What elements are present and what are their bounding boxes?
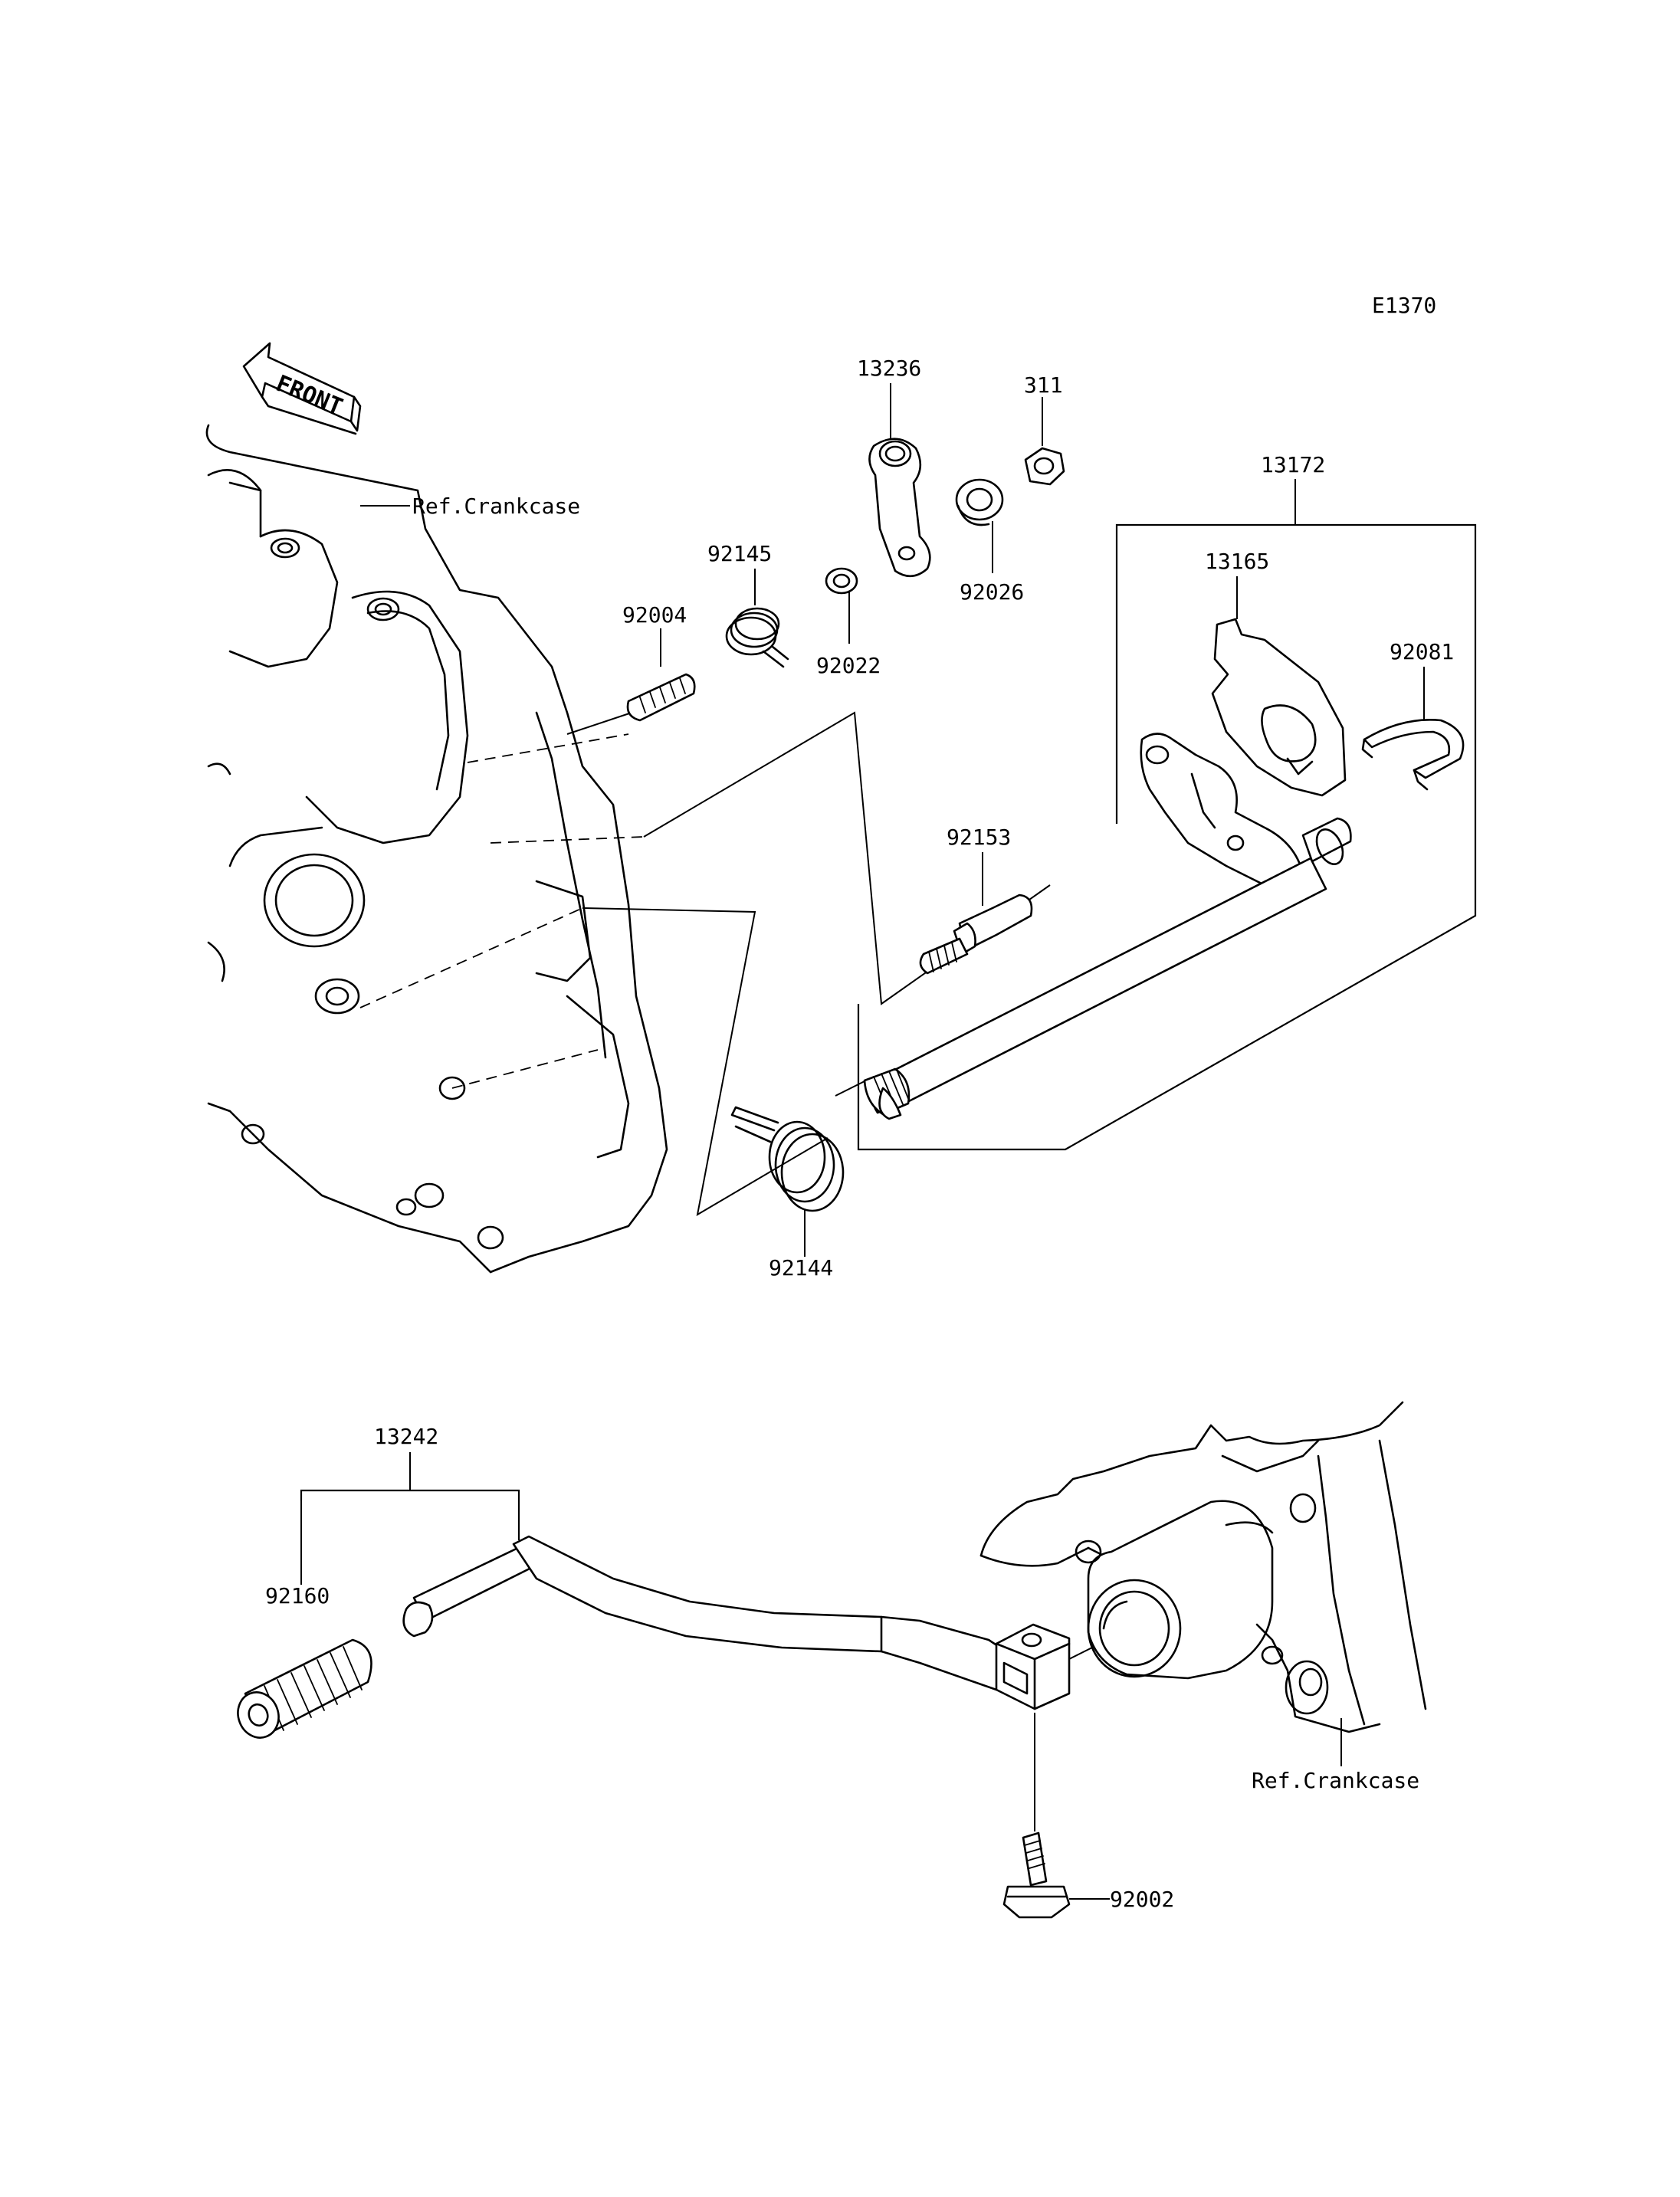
ref-crankcase-label-top: Ref.Crankcase (412, 494, 580, 519)
part-number-92004: 92004 (622, 602, 687, 628)
bolt-92002 (1002, 1831, 1071, 1919)
spring-92144 (730, 1106, 845, 1212)
part-number-311: 311 (1024, 372, 1063, 398)
collar-92026 (955, 478, 1004, 526)
part-number-92022: 92022 (816, 653, 881, 678)
part-number-92153: 92153 (947, 825, 1011, 850)
dowel-pin-92004 (626, 673, 696, 722)
part-number-13236: 13236 (857, 356, 921, 381)
crankcase-upper-drawing (205, 424, 668, 1274)
front-arrow-icon: FRONT (242, 342, 362, 435)
plate-13165 (1211, 618, 1347, 797)
diagram-code: E1370 (1372, 293, 1436, 318)
part-number-13172: 13172 (1261, 452, 1325, 477)
part-number-92145: 92145 (707, 541, 772, 566)
part-number-92144: 92144 (769, 1255, 833, 1280)
part-number-13242: 13242 (374, 1424, 438, 1449)
shift-shaft-assembly (863, 733, 1352, 1120)
part-number-92002: 92002 (1110, 1887, 1174, 1912)
part-number-92081: 92081 (1390, 639, 1454, 664)
shift-pedal-13242 (402, 1535, 1071, 1710)
part-number-92160: 92160 (265, 1583, 330, 1608)
lever-13236 (868, 438, 931, 578)
part-number-13165: 13165 (1205, 549, 1269, 574)
ref-crankcase-label-bottom: Ref.Crankcase (1252, 1768, 1419, 1793)
crankcase-lower-drawing (979, 1401, 1427, 1733)
spring-92145 (725, 607, 789, 668)
rubber-grip-92160 (237, 1638, 372, 1739)
nut-311 (1024, 447, 1065, 486)
clip-92081 (1361, 719, 1465, 791)
washer-92022 (825, 567, 858, 595)
part-number-92026: 92026 (960, 579, 1024, 605)
bolt-92153 (919, 894, 1033, 975)
